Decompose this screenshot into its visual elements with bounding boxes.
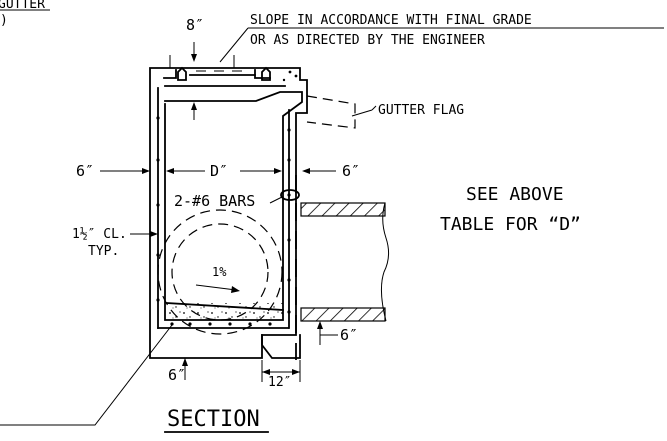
dim-bottom-step: 12″ xyxy=(261,360,301,390)
slope-percent-text: 1% xyxy=(212,265,227,279)
bottom-fill-concrete xyxy=(167,303,283,319)
dim-left-wall: 6″ xyxy=(76,162,150,180)
rebar-dots-bottom xyxy=(170,322,272,326)
dim-right-wall-text: 6″ xyxy=(342,162,360,180)
dim-pipe-drop: 6″ xyxy=(317,321,358,345)
dim-bottom-left: 6″ xyxy=(168,358,188,384)
fragment-paren-text: ) xyxy=(0,13,8,28)
dim-pipe-drop-text: 6″ xyxy=(340,326,358,344)
gutter-flag-leader xyxy=(351,109,373,117)
bottom-leader-line xyxy=(0,324,173,426)
table-note: SEE ABOVE TABLE FOR “D” xyxy=(440,184,581,235)
section-title: SECTION xyxy=(164,407,269,433)
slope-note: SLOPE IN ACCORDANCE WITH FINAL GRADE OR … xyxy=(219,13,664,63)
pipe-break-line xyxy=(380,202,390,322)
dim-d: D″ xyxy=(166,162,282,180)
dim-left-wall-text: 6″ xyxy=(76,162,94,180)
dim-top-text: 8″ xyxy=(186,16,204,34)
clear-cover-line1: 1½″ CL. xyxy=(72,227,127,242)
dim-bottom-left-text: 6″ xyxy=(168,366,186,384)
invert-line xyxy=(166,302,284,311)
top-left-fragment: GUTTER ) xyxy=(0,0,50,28)
dim-bottom-step-text: 12″ xyxy=(268,375,291,390)
dim-d-text: D″ xyxy=(210,162,228,180)
rebar-dots-top xyxy=(282,70,298,82)
dim-right-wall: 6″ xyxy=(302,162,360,180)
table-note-line2: TABLE FOR “D” xyxy=(440,214,581,235)
bars-leader xyxy=(269,196,283,204)
bars-text: 2-#6 BARS xyxy=(174,192,255,210)
pipe-bottom-wall xyxy=(300,307,386,322)
gutter-flag-text: GUTTER FLAG xyxy=(378,103,464,118)
clear-cover-line2: TYP. xyxy=(88,244,119,259)
table-note-line1: SEE ABOVE xyxy=(466,184,564,205)
slope-note-line2: OR AS DIRECTED BY THE ENGINEER xyxy=(250,33,485,48)
dim-top: 8″ xyxy=(169,16,235,120)
pipe-circle-outer xyxy=(157,209,283,335)
gutter-flag-outline xyxy=(306,95,356,129)
slope-arrow: 1% xyxy=(195,265,240,293)
top-frame xyxy=(163,66,286,87)
slope-note-line1: SLOPE IN ACCORDANCE WITH FINAL GRADE xyxy=(250,13,532,28)
clear-cover-note: 1½″ CL. TYP. xyxy=(72,227,158,259)
bars-ellipse xyxy=(280,189,300,201)
section-title-text: SECTION xyxy=(167,407,260,432)
fragment-gutter-text: GUTTER xyxy=(0,0,45,12)
structure-inner-outline xyxy=(164,91,303,321)
bottom-step xyxy=(261,334,301,359)
pipe-circle-inner xyxy=(171,223,269,321)
structure-outer-outline xyxy=(149,67,308,359)
pipe-top-wall xyxy=(300,202,386,217)
